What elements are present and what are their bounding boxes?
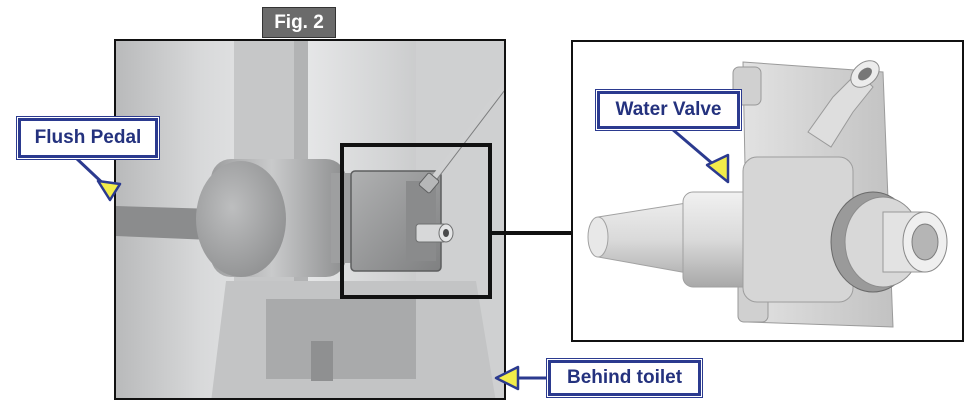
behind-toilet-label: Behind toilet <box>548 360 701 396</box>
toilet-mechanism-drawing <box>116 41 504 398</box>
arrow-pointer-icon <box>705 153 730 184</box>
water-valve-drawing <box>587 60 948 328</box>
water-valve-label: Water Valve <box>597 91 740 129</box>
arrow-pointer-icon <box>494 365 520 391</box>
flush-pedal-label: Flush Pedal <box>18 118 158 158</box>
water-valve-detail-image <box>571 40 964 342</box>
figure-tag: Fig. 2 <box>262 7 336 38</box>
arrow-pointer-icon <box>96 179 122 202</box>
toilet-mechanism-image <box>114 39 506 400</box>
